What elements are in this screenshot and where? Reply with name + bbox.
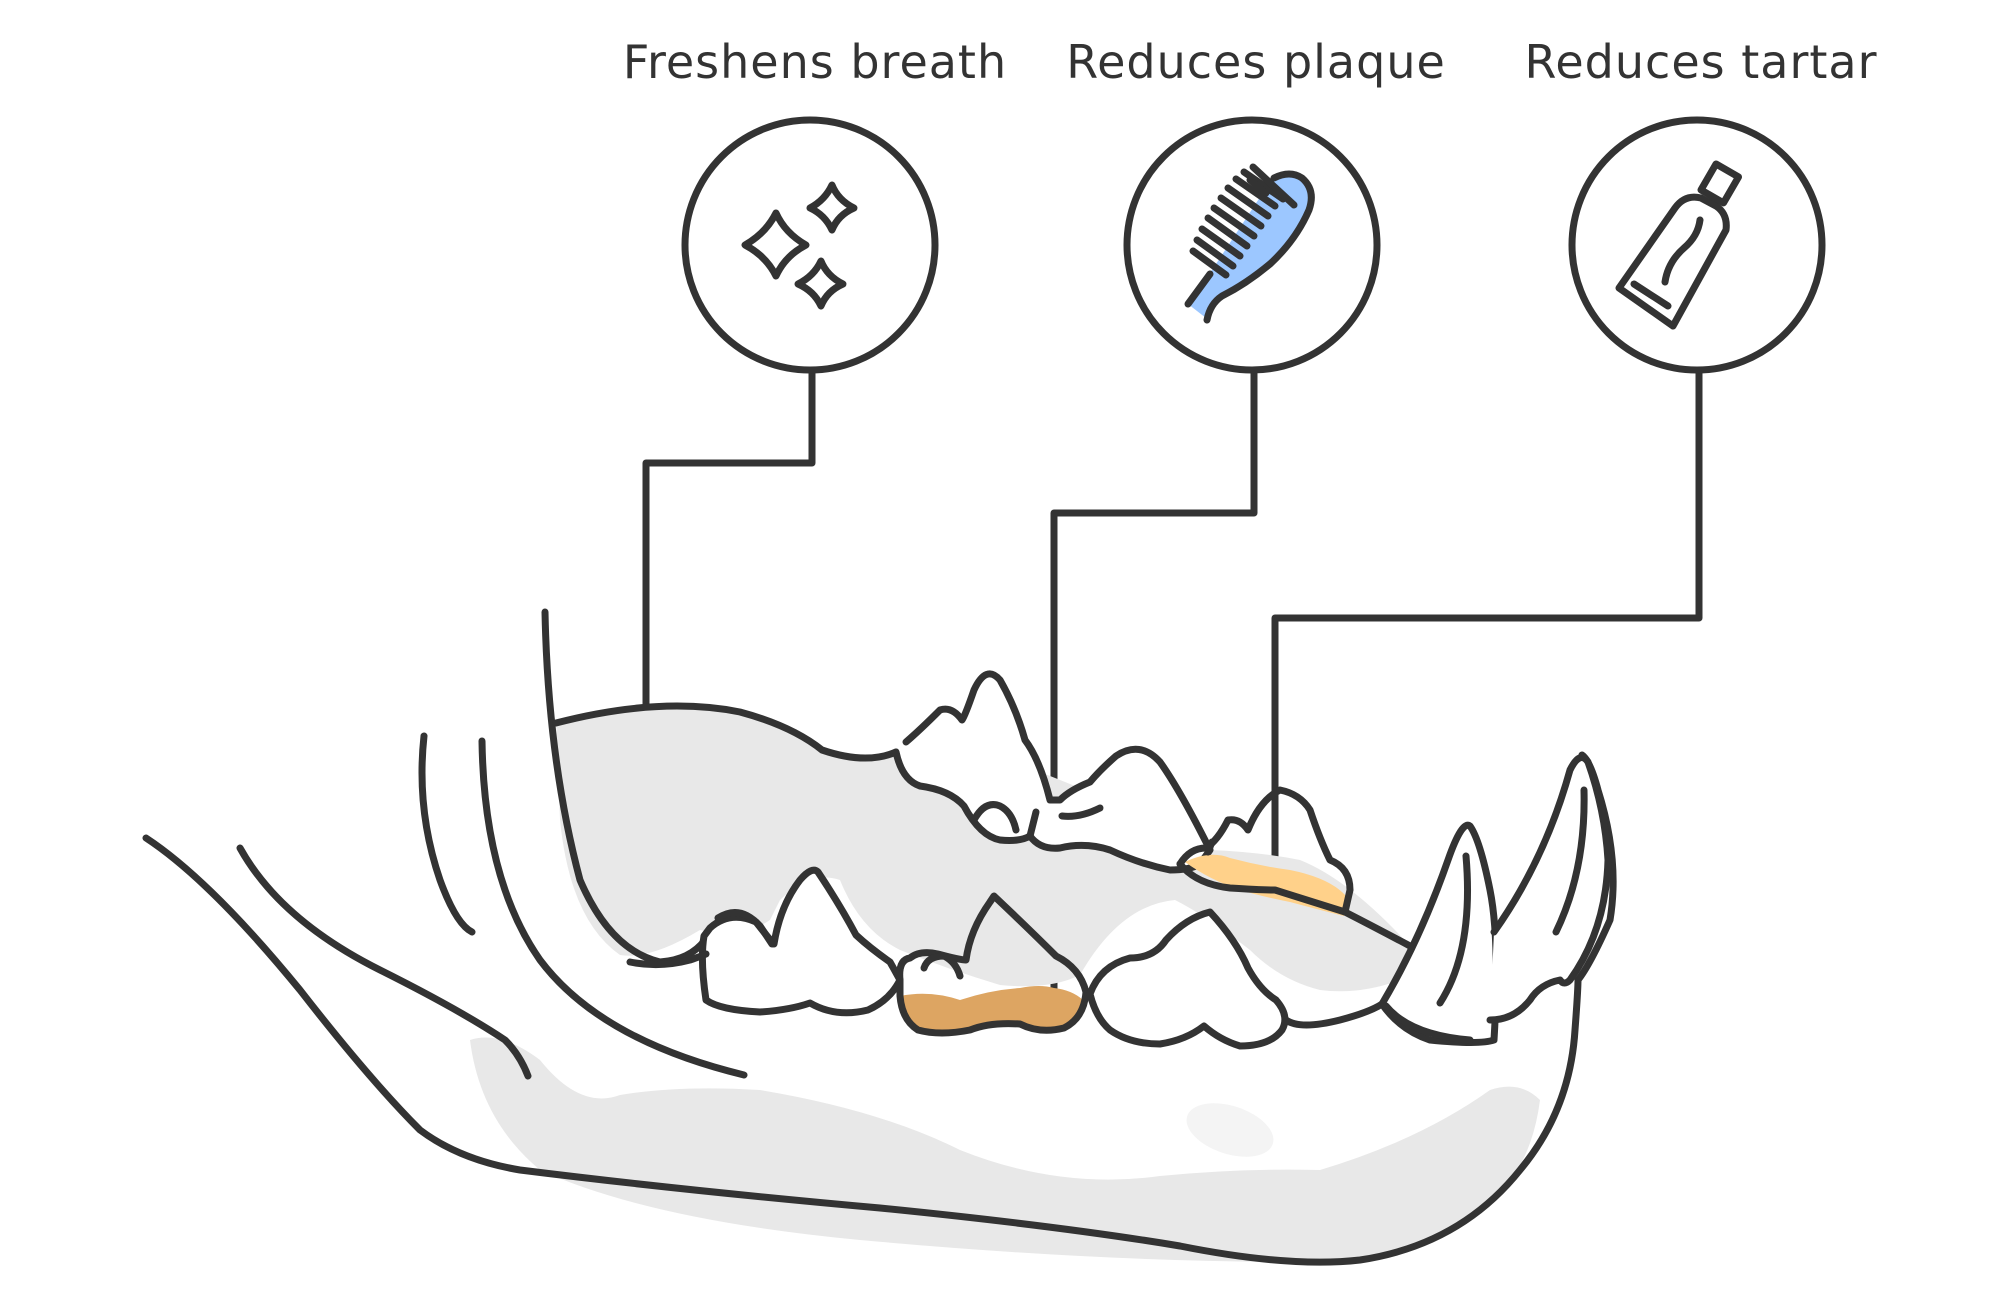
canine-left-ridge — [1436, 852, 1471, 1007]
connector-reduces-tartar — [1271, 366, 1703, 880]
molar-cusp-line-2 — [1058, 804, 1104, 820]
gum-line-lower — [1282, 1000, 1386, 1029]
toothbrush-icon — [1184, 163, 1315, 324]
benefit-label-reduces-tartar: Reduces tartar — [1524, 35, 1877, 89]
tube-cap — [1697, 160, 1743, 207]
benefit-label-reduces-plaque: Reduces plaque — [1066, 35, 1446, 89]
molar-cusp-line-1 — [970, 801, 1020, 834]
tube-crimp — [1630, 280, 1672, 310]
canine-left — [1378, 821, 1500, 1046]
canine-right-ridge — [1552, 786, 1588, 936]
icon-badge-reduces-plaque — [1123, 116, 1381, 374]
tartar-deposit — [900, 986, 1083, 1033]
connector-freshens-breath — [642, 366, 816, 810]
gum-line-lower-left — [626, 950, 710, 969]
lip-fold-2 — [418, 732, 476, 936]
connector-reduces-plaque — [1050, 366, 1258, 1010]
sparkle-top — [806, 181, 858, 234]
lip-fold-3 — [478, 737, 748, 1079]
jaw-highlight — [1186, 1103, 1274, 1157]
tube-body — [1615, 193, 1730, 330]
lip-fold-1 — [236, 844, 532, 1080]
sparkle-large — [741, 209, 810, 280]
tooth-lower-tartar-cusp — [920, 952, 964, 980]
tooth-lower-1-cusp — [714, 909, 776, 948]
molar-cusp-line-3 — [1026, 808, 1040, 840]
jaw-shadow — [470, 1037, 1540, 1262]
sparkles-icon — [741, 181, 858, 310]
dog-jaw-illustration — [142, 608, 1617, 1266]
toothpaste-tube-icon — [1615, 160, 1743, 330]
icon-badge-reduces-tartar — [1568, 116, 1826, 374]
tube-swirl — [1661, 216, 1704, 286]
benefit-label-freshens-breath: Freshens breath — [623, 35, 1007, 89]
molar-lower — [1086, 908, 1289, 1050]
tooth-upper-front-base — [1176, 860, 1414, 950]
icon-badge-freshens-breath — [681, 116, 939, 374]
gum-line-upper — [552, 702, 900, 762]
tooth-cusp-line — [1204, 838, 1216, 856]
gum-area — [556, 705, 1414, 992]
toothbrush-bristles — [1189, 163, 1298, 279]
sparkle-bottom — [794, 257, 847, 310]
canine-right — [1486, 754, 1612, 1024]
jaw-outline-lower — [142, 834, 1582, 1266]
canine-base-curve — [1382, 1002, 1474, 1044]
